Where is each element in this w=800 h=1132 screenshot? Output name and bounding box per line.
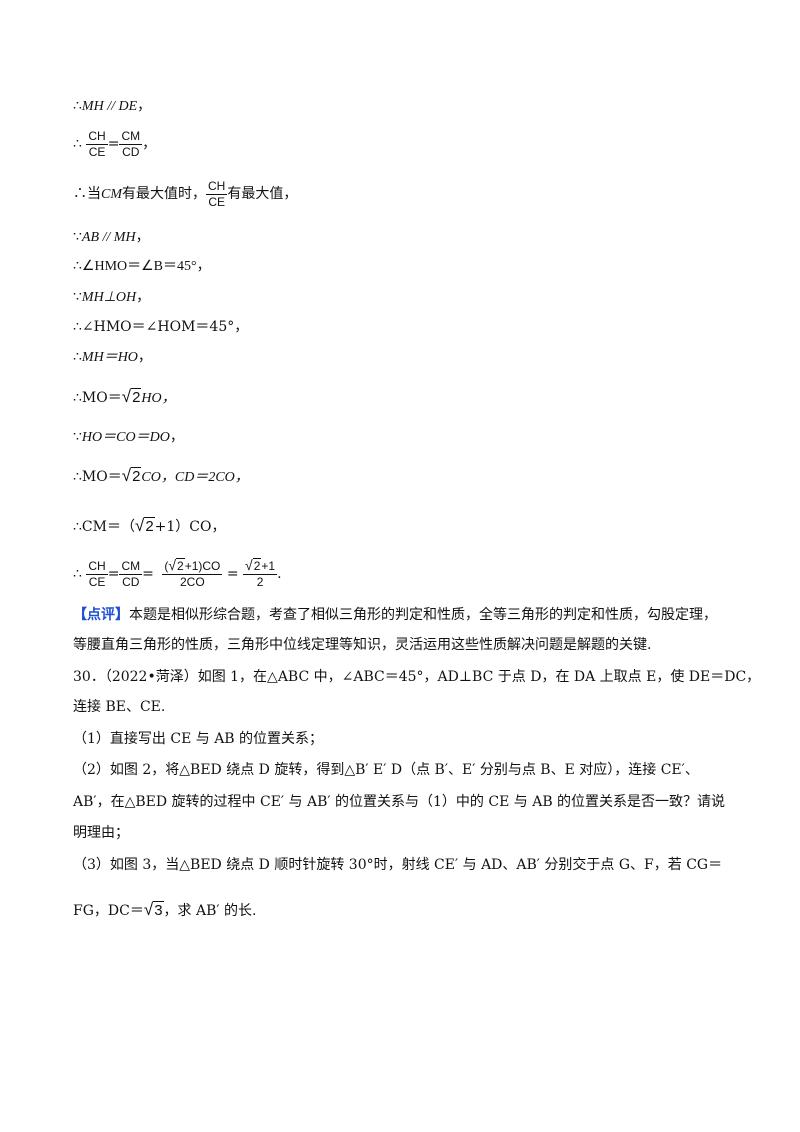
sqrt-symbol: √2 (134, 516, 155, 535)
review-line-2: 等腰直角三角形的性质，三角形中位线定理等知识，灵活运用这些性质解决问题是解题的关… (73, 637, 652, 653)
sqrt-symbol: √2 (121, 466, 142, 485)
question-2-line-1: （2）如图 2，将△BED 绕点 D 旋转，得到△B′ E′ D（点 B′、E′… (73, 762, 699, 778)
review-tag: 【点评】 (73, 607, 129, 623)
solution-line-8: ∴MH＝HO， (73, 349, 152, 365)
solution-line-9: ∴MO＝√2HO， (73, 385, 176, 411)
solution-line-7: ∴∠HMO＝∠HOM＝45°， (73, 319, 249, 335)
question-3-line-1: （3）如图 3，当△BED 绕点 D 顺时针旋转 30°时，射线 CE′ 与 A… (73, 857, 723, 873)
solution-line-12: ∴CM＝（√2+1）CO， (73, 514, 225, 539)
solution-line-1: ∴MH // DE， (73, 98, 152, 114)
solution-line-6: ∵MH⊥OH， (73, 289, 151, 305)
solution-line-10: ∵HO＝CO＝DO， (73, 429, 184, 445)
question-3-line-2: FG，DC＝√3，求 AB′ 的长. (73, 898, 256, 923)
question-1: （1）直接写出 CE 与 AB 的位置关系； (73, 731, 324, 747)
review-line-1: 【点评】本题是相似形综合题，考查了相似三角形的判定和性质，全等三角形的判定和性质… (73, 607, 717, 623)
problem-statement-line-1: 30．（2022•菏泽）如图 1，在△ABC 中，∠ABC＝45°，AD⊥BC … (73, 669, 761, 685)
sqrt-symbol: √3 (143, 900, 164, 919)
solution-line-5: ∴∠HMO＝∠B＝45°， (73, 259, 211, 274)
question-2-line-3: 明理由； (73, 825, 129, 841)
solution-line-4: ∵AB // MH， (73, 229, 150, 245)
solution-line-11: ∴MO＝√2CO，CD＝2CO， (73, 464, 249, 490)
question-2-line-2: AB′，在△BED 旋转的过程中 CE′ 与 AB′ 的位置关系与（1）中的 C… (73, 794, 726, 810)
problem-statement-line-2: 连接 BE、CE. (73, 699, 166, 715)
sqrt-symbol: √2 (121, 387, 142, 406)
